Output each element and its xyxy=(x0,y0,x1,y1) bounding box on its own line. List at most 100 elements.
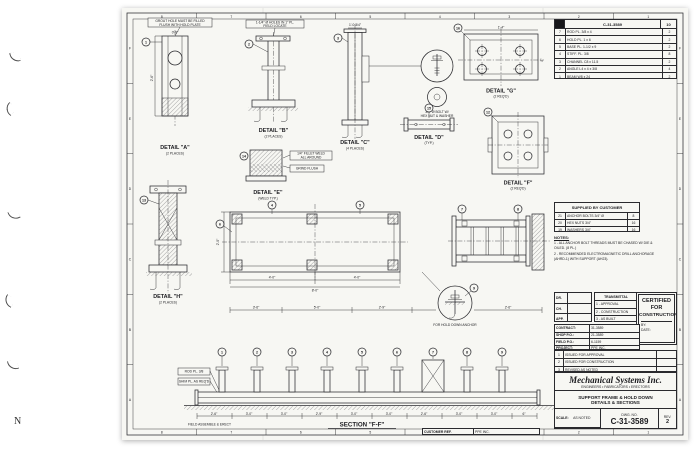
balloon-number: 16 xyxy=(456,26,460,30)
detail-a-note: FLUSH WITH HOLD PLATE xyxy=(159,23,201,27)
side-assembly-view: 7 8 xyxy=(448,204,550,271)
rev-no: 3 xyxy=(558,367,560,372)
detail-g-view: 1'-4" 8" 16 DETAIL "G" (2 REQ'D) xyxy=(453,23,544,99)
detail-a-view: GROUT HOLE MUST BE FILLED FLUSH WITH HOL… xyxy=(141,17,213,156)
customer-ref-strip: CUSTOMER REF. PPE INC. xyxy=(422,428,540,435)
zone-label: 7 xyxy=(230,15,232,19)
balloon-number: 8 xyxy=(517,207,519,211)
rev-desc: ISSUED FOR APPROVAL xyxy=(563,351,656,359)
detail-d-view: 15 DETAIL "D" (TYP.) xyxy=(400,103,458,145)
notes-block: NOTES: 1 - ALL ANCHOR BOLT THREADS MUST … xyxy=(554,235,658,261)
zone-label: E xyxy=(679,117,682,121)
detail-e-title: DETAIL "E" xyxy=(253,190,283,196)
bom-item-qty: 2 xyxy=(662,36,676,43)
nut xyxy=(433,93,441,101)
rev-no: 2 xyxy=(558,360,560,365)
zone-label: 8 xyxy=(161,431,163,435)
scan-artifact xyxy=(6,358,20,372)
note-box xyxy=(177,377,211,386)
detail-g-title: DETAIL "G" xyxy=(486,89,516,95)
drawing-title-line2: DETAILS & SECTIONS xyxy=(591,399,640,405)
supplied-desc: WASHERS 3/4" xyxy=(565,227,627,231)
scale-label: SCALE: xyxy=(556,416,569,420)
company-subtitle: ENGINEERS • FABRICATORS • ERECTORS xyxy=(581,384,650,389)
detail-e-sub: (WELD TYP.) xyxy=(258,196,277,200)
zone-label: F xyxy=(679,47,681,51)
dwg-no-label: DWG. NO. xyxy=(621,413,638,417)
bom-item-no: 4 xyxy=(559,52,561,57)
supplied-no: 19 xyxy=(558,228,562,232)
dim-label: 3'-0" xyxy=(456,412,463,416)
dim-label: 2'-6" xyxy=(421,412,428,416)
detail-b-title: DETAIL "B" xyxy=(259,128,289,134)
zone-label: D xyxy=(679,187,682,191)
dim-label: 2'-6" xyxy=(505,306,512,310)
section-title: SECTION "F-F" xyxy=(340,422,385,429)
balloon xyxy=(239,151,249,161)
zone-label: A xyxy=(129,398,132,402)
zone-label: 2 xyxy=(578,431,580,435)
post xyxy=(218,369,226,393)
zone-label: 8 xyxy=(161,15,163,19)
bom-item-no: 2 xyxy=(559,67,561,72)
dim-label: 5'-0" xyxy=(314,306,321,310)
zone-label: C xyxy=(129,258,132,262)
dim-label: 2'-9" xyxy=(379,306,386,310)
stamp-by-label: BY: xyxy=(641,323,647,327)
balloon-number: 7 xyxy=(432,350,434,354)
bolt-hole xyxy=(523,129,533,139)
supplied-qty: 16 xyxy=(627,227,639,231)
supplied-desc: ANCHOR BOLTS 3/4" Ø xyxy=(565,213,627,219)
dim-label: 3'-0" xyxy=(246,412,253,416)
notes-title: NOTES: xyxy=(554,235,570,240)
transmittal-box: TRANSMITTAL 1 - APPROVAL 2 - CONSTRUCTIO… xyxy=(594,292,638,322)
bolt-head xyxy=(432,55,442,60)
dim-label: 3'-0" xyxy=(386,412,393,416)
note-item: 1 - ALL ANCHOR BOLT THREADS MUST BE CHAS… xyxy=(554,241,653,250)
detail-h-view: 13 DETAIL "H" (2 PLACES) xyxy=(139,180,192,304)
rev-no: 1 xyxy=(558,352,560,357)
zone-label: 5 xyxy=(369,431,371,435)
plan-view: 4 5 6 4'-0" 4'-0" 8'-0" 2'-0" xyxy=(215,200,408,293)
detail-f-sub: (2 REQ'D) xyxy=(510,187,525,191)
certified-stamp: CERTIFIED FOR CONSTRUCTION BY: DATE: xyxy=(636,292,677,345)
balloon xyxy=(483,107,493,117)
bom-item-desc: HOLD PL. 1 x 6 xyxy=(565,36,662,43)
zone-label: B xyxy=(129,328,132,332)
contract-label: PROJECT: xyxy=(556,346,573,350)
rev-label: REV. xyxy=(663,414,672,419)
zone-label: D xyxy=(129,187,132,191)
bom-item-no: 7 xyxy=(559,30,561,35)
dim-label: 6" xyxy=(522,412,526,416)
post xyxy=(323,369,331,393)
bom-item-qty: 2 xyxy=(662,73,676,78)
scale-value: AS NOTED xyxy=(573,416,591,420)
drawing-title-line1: SUPPORT FRAME & HOLD DOWN xyxy=(578,394,653,400)
detail-b-view: 1-1/4" Ø HOLES IN 1" PL. FIELD LOCATE 2 … xyxy=(244,19,305,139)
zone-label: A xyxy=(679,398,682,402)
custref-value: PPE INC. xyxy=(473,429,539,434)
bom-dwg-no: C-31-3589 xyxy=(564,20,660,28)
detail-bubble xyxy=(427,87,447,107)
pad xyxy=(231,213,243,225)
weld-note-box xyxy=(289,164,325,173)
section-note: ROD PL. 3/8 xyxy=(185,370,204,374)
balloon-number: 3 xyxy=(337,36,339,40)
dim-label: 3'-6" xyxy=(253,306,260,310)
bom-item-desc: ANGLE L4 x 4 x 3/8 xyxy=(565,65,662,73)
weld-note-box xyxy=(289,150,333,161)
balloon-number: 3 xyxy=(291,350,293,354)
supplied-qty: 8 xyxy=(627,213,639,219)
top-flange xyxy=(255,35,291,42)
balloon-number: 15 xyxy=(427,106,431,110)
weld-note: ALL AROUND xyxy=(301,155,322,159)
balloon-number: 5 xyxy=(359,203,361,207)
stiffener xyxy=(261,65,286,71)
stamp-date-label: DATE: xyxy=(641,328,651,332)
